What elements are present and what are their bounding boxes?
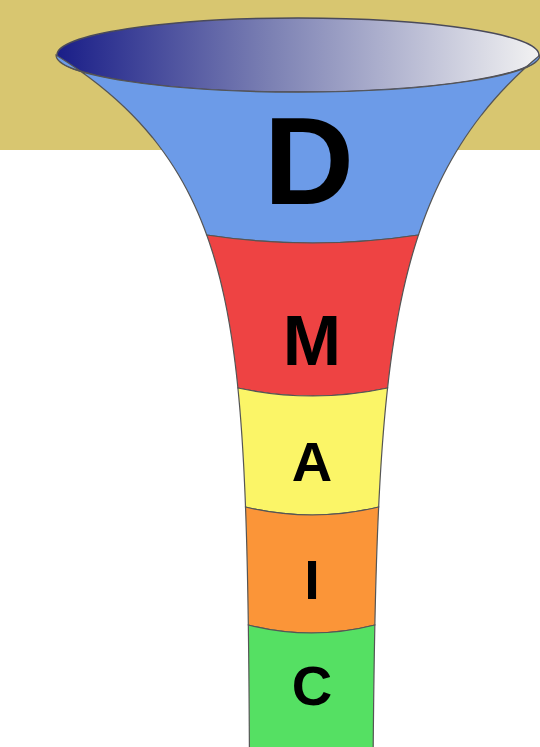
band-outline	[238, 388, 388, 515]
funnel-band: D	[54, 53, 540, 253]
funnel-band: I	[243, 505, 381, 643]
funnel-band: M	[204, 233, 421, 406]
band-outline	[207, 235, 419, 396]
band-letter: A	[292, 434, 332, 490]
band-outline	[246, 507, 379, 633]
funnel-rim	[57, 18, 539, 92]
funnel-band: A	[235, 386, 390, 525]
band-letter: I	[304, 552, 320, 608]
band-letter: M	[283, 306, 341, 376]
band-outline	[248, 625, 375, 747]
band-letter: C	[292, 658, 332, 714]
band-outline	[56, 55, 540, 243]
funnel-band: C	[246, 623, 377, 747]
band-letter: D	[264, 98, 354, 223]
